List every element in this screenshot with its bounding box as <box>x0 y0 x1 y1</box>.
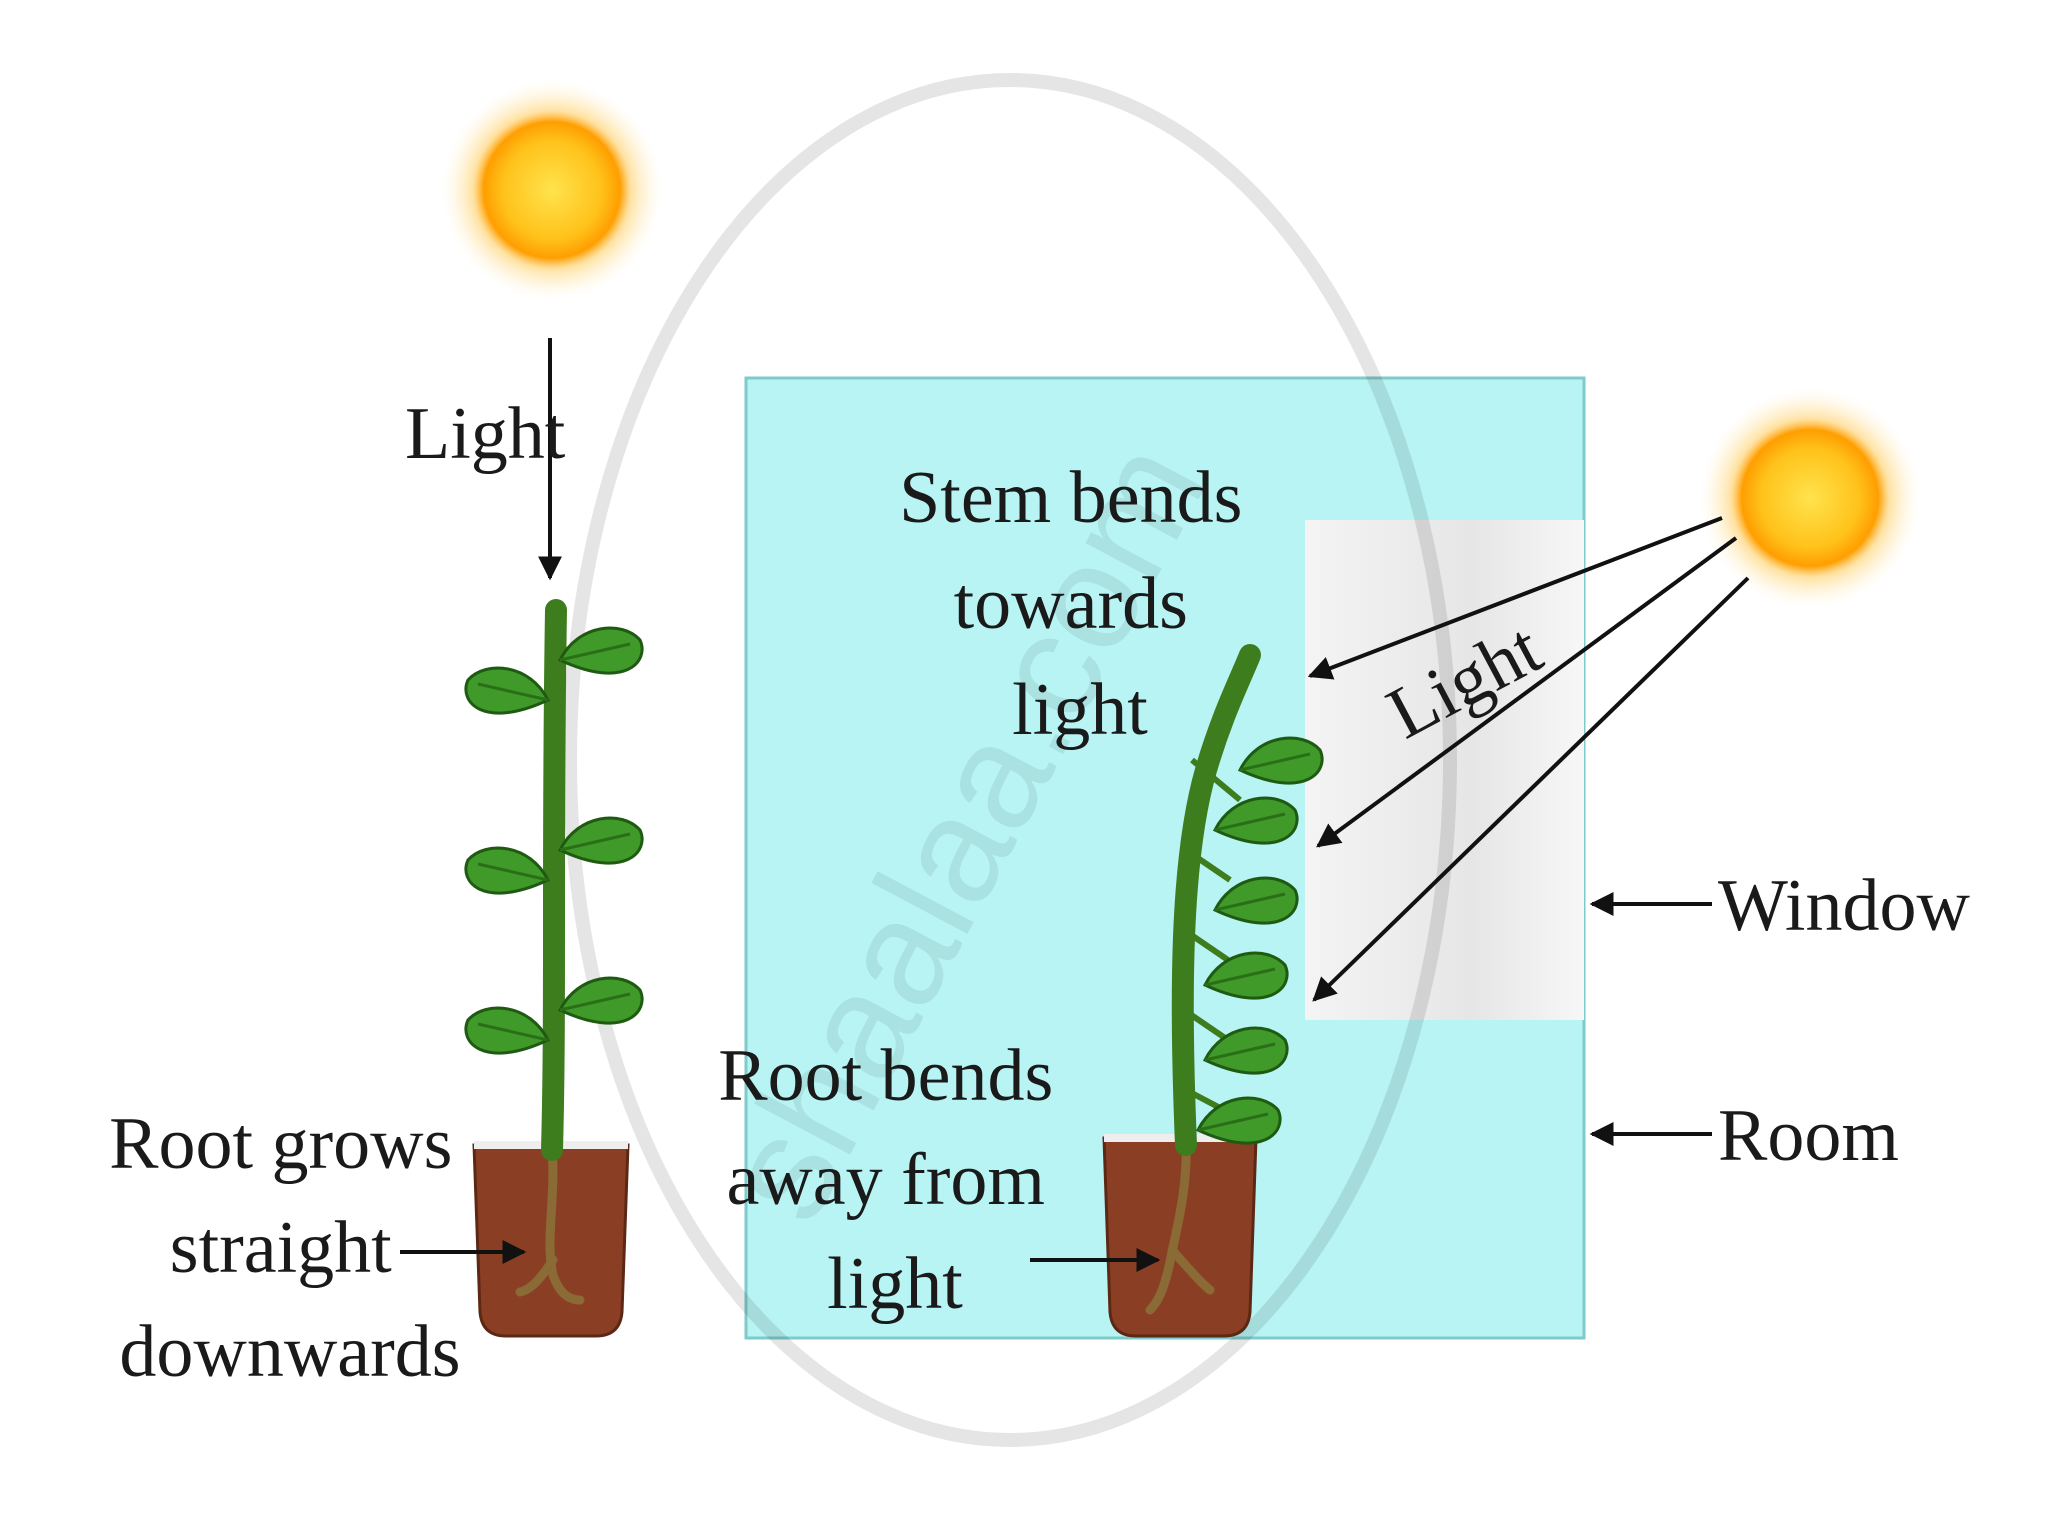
right-plant <box>1102 644 1324 1338</box>
watermark-ring <box>563 73 1457 1447</box>
light-ray-1 <box>1307 516 1723 680</box>
stem-right <box>1171 644 1261 1156</box>
light-label-left: Light <box>405 393 566 475</box>
root-right <box>1145 1135 1215 1315</box>
stem-label-right: Stem bends towards light <box>899 457 1261 751</box>
left-plant <box>464 599 644 1338</box>
root-label-right: Root bends away from light <box>718 1035 1072 1325</box>
window-label: Window <box>1718 865 1970 947</box>
sun-icon-right <box>1700 388 1920 608</box>
window-pane <box>1305 520 1584 1020</box>
room-label: Room <box>1718 1095 1899 1177</box>
pot-right <box>1102 1136 1258 1338</box>
light-ray-3 <box>1312 576 1750 1002</box>
stem-left <box>541 599 567 1161</box>
root-left <box>515 1140 585 1305</box>
root-label-left: Root grows straight downwards <box>109 1103 471 1393</box>
sun-icon-left <box>442 80 662 300</box>
light-ray-2 <box>1316 536 1738 848</box>
